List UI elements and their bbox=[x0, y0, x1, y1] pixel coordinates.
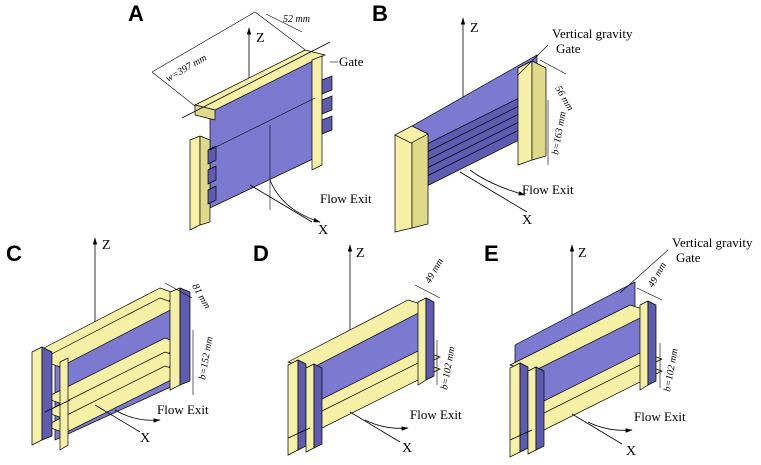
panel-e-x-axis bbox=[571, 413, 623, 445]
panel-a: A Z w=397 mm 52 mm Gate Flow Exit X bbox=[128, 1, 372, 238]
panel-a-depth-dim: 52 mm bbox=[283, 14, 310, 25]
panel-e-x-label: X bbox=[626, 444, 636, 459]
panel-e-gate-label-line1: Vertical gravity bbox=[672, 235, 753, 250]
panel-a-x-axis bbox=[249, 184, 313, 223]
panel-c-flow-label: Flow Exit bbox=[157, 402, 209, 417]
panel-a-flow-arrow bbox=[269, 179, 321, 223]
panel-c: C Z 81 mm b=152 mm Flow Exit X bbox=[6, 237, 216, 451]
panel-a-width-dim: w=397 mm bbox=[164, 52, 209, 84]
panel-e-right-post bbox=[639, 300, 649, 391]
panel-d-z-label: Z bbox=[356, 246, 365, 261]
panel-c-x-axis bbox=[94, 404, 141, 433]
panel-d-x-axis bbox=[349, 411, 401, 443]
panel-a-letter: A bbox=[128, 1, 144, 26]
panel-c-flow-arrow bbox=[114, 409, 161, 423]
panel-e: E Z Vertical gravity Gate 49 mm b=102 mm… bbox=[484, 235, 753, 459]
panel-b: B Z Vertical gravity Gate 56 mm b=163 mm… bbox=[372, 1, 633, 233]
panel-c-right-post bbox=[169, 287, 181, 391]
panel-b-x-label: X bbox=[522, 213, 532, 228]
panel-b-height-dim: b=163 mm bbox=[550, 111, 568, 156]
panel-b-flow-label: Flow Exit bbox=[522, 182, 574, 197]
panel-e-flow-label: Flow Exit bbox=[634, 409, 686, 424]
panel-d-flow-label: Flow Exit bbox=[410, 407, 462, 422]
panel-c-bars bbox=[39, 287, 186, 434]
panel-d-left-post bbox=[287, 359, 299, 456]
panel-b-depth-dim: 56 mm bbox=[552, 84, 575, 113]
panel-e-gate-label-line2: Gate bbox=[676, 250, 701, 265]
panel-b-x-axis bbox=[459, 171, 528, 213]
panel-e-z-label: Z bbox=[578, 246, 587, 261]
panel-a-width-dim-line bbox=[151, 11, 256, 73]
panel-c-height-dim: b=152 mm bbox=[197, 336, 215, 381]
panel-a-rod bbox=[181, 41, 331, 119]
panel-b-z-label: Z bbox=[470, 21, 479, 36]
panel-e-flow-arrow bbox=[587, 421, 633, 433]
panel-d-x-label: X bbox=[402, 441, 412, 456]
panel-e-depth-dim: 49 mm bbox=[646, 261, 669, 290]
panel-a-left-post bbox=[189, 135, 201, 231]
panel-d-letter: D bbox=[253, 241, 269, 266]
panel-c-left-post bbox=[31, 346, 43, 446]
panel-c-x-label: X bbox=[140, 431, 150, 446]
panel-b-gate-label-line2: Gate bbox=[556, 41, 581, 56]
panel-e-letter: E bbox=[484, 241, 499, 266]
panel-a-flow-label: Flow Exit bbox=[320, 191, 372, 206]
panel-a-z-label: Z bbox=[256, 31, 265, 46]
panel-a-gate-label: Gate bbox=[339, 54, 364, 69]
panel-d-flow-arrow bbox=[364, 419, 409, 431]
panel-c-depth-dim: 81 mm bbox=[189, 282, 212, 311]
panel-a-right-post bbox=[311, 55, 323, 171]
panel-c-z-label: Z bbox=[102, 238, 111, 253]
panel-e-left-post bbox=[509, 362, 521, 458]
panel-b-flow-arrow bbox=[469, 169, 526, 196]
panel-e-height-dim: b=102 mm bbox=[662, 348, 680, 393]
panel-b-slats bbox=[414, 89, 546, 188]
panel-d: D Z 49 mm b=102 mm Flow Exit X bbox=[253, 241, 462, 456]
panel-d-right-post bbox=[417, 297, 427, 386]
panel-d-depth-dim: 49 mm bbox=[423, 257, 446, 286]
panel-a-x-label: X bbox=[318, 223, 328, 238]
panel-b-gate-label-line1: Vertical gravity bbox=[552, 26, 633, 41]
panel-b-right-post bbox=[517, 60, 533, 166]
panel-c-letter: C bbox=[6, 241, 22, 266]
panel-b-letter: B bbox=[372, 1, 388, 26]
panel-d-height-dim: b=102 mm bbox=[439, 346, 457, 391]
